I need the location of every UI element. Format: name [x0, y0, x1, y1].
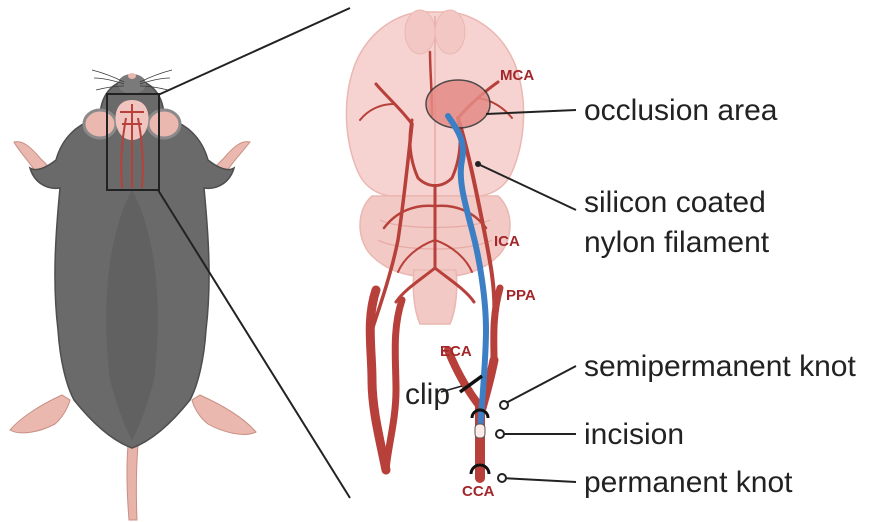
left-carotid-inner [386, 300, 402, 470]
semipermanent-leader-dot [500, 401, 508, 409]
occlusion-area-label: occlusion area [584, 94, 778, 127]
mouse-left-hind-foot [10, 395, 70, 433]
mouse-left-ear [84, 110, 116, 138]
mouse-tail [127, 445, 138, 520]
permanent-leader [502, 478, 576, 482]
brain-right-olfactory-bulb [435, 10, 465, 54]
cca-label: CCA [462, 483, 495, 500]
ica-label: ICA [494, 233, 520, 250]
mouse-nose [128, 73, 136, 79]
zoom-line-top [158, 8, 350, 95]
clip-label: clip [405, 378, 450, 411]
filament-leader-dot [475, 161, 481, 167]
incision-label: incision [584, 418, 684, 451]
semipermanent-leader [504, 366, 576, 404]
incision-leader-dot [496, 430, 504, 438]
eca-label: ECA [440, 343, 472, 360]
mca-label: MCA [500, 67, 534, 84]
permanent-leader-dot [498, 474, 506, 482]
incision [475, 424, 485, 438]
filament-label-line1: silicon coated [584, 186, 766, 219]
semipermanent-knot-label: semipermanent knot [584, 350, 856, 383]
right-ppa [494, 288, 500, 360]
mouse-illustration [10, 70, 256, 520]
occlusion-area [426, 80, 490, 128]
brain-illustration [346, 10, 523, 324]
filament-label-line2: nylon filament [584, 226, 770, 259]
mouse-right-ear [148, 110, 180, 138]
ppa-label: PPA [506, 287, 536, 304]
mouse-right-hind-foot [192, 395, 256, 434]
brain-left-olfactory-bulb [405, 10, 435, 54]
left-carotid-tree [370, 290, 402, 470]
permanent-knot-label: permanent knot [584, 466, 793, 499]
